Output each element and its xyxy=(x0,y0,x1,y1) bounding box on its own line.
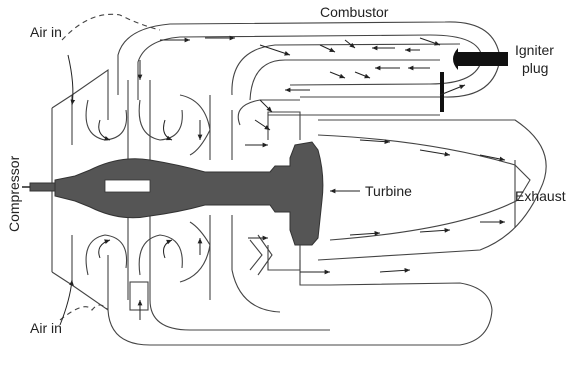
rotor-shaft xyxy=(22,142,323,245)
air-in-bottom-guide xyxy=(60,305,108,320)
air-in-top-label: Air in xyxy=(30,24,62,40)
igniter-plug xyxy=(440,48,508,112)
combustor-label: Combustor xyxy=(320,4,389,20)
compressor-label: Compressor xyxy=(6,155,22,232)
exhaust-nozzle xyxy=(300,120,546,345)
air-in-top-guide xyxy=(62,14,160,40)
air-in-bottom-label: Air in xyxy=(30,320,62,336)
exhaust-label: Exhaust xyxy=(515,188,566,204)
turbine-label: Turbine xyxy=(365,183,412,199)
igniter-plug-label-line1: Igniter xyxy=(515,42,554,58)
igniter-plug-label-line2: plug xyxy=(522,60,548,76)
